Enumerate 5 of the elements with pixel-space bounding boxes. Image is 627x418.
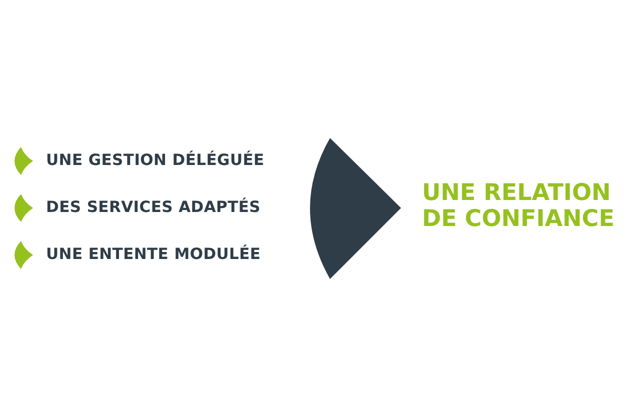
list-item-text: UNE GESTION DÉLÉGUÉE bbox=[46, 151, 264, 169]
wedge-shape bbox=[310, 138, 401, 279]
list-item-text: DES SERVICES ADAPTÉS bbox=[46, 198, 261, 216]
list-item-text: UNE ENTENTE MODULÉE bbox=[46, 245, 261, 263]
heading: UNE RELATION DE CONFIANCE bbox=[422, 180, 616, 232]
